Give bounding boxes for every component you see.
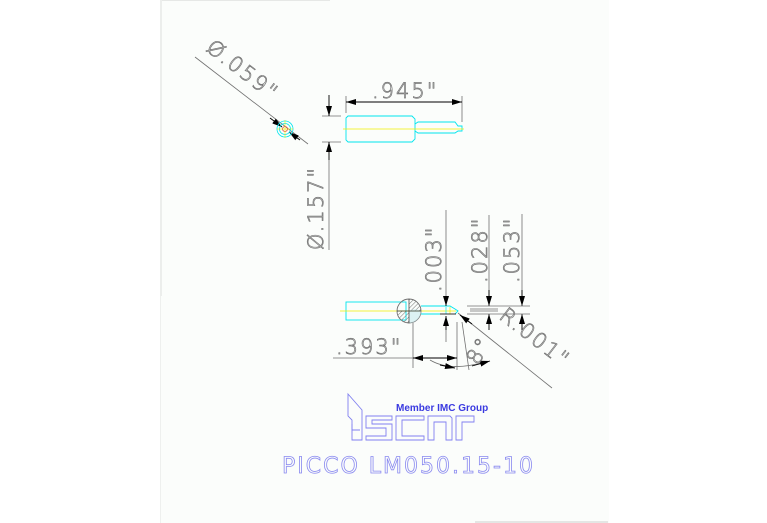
offset-053-label: .053": [500, 217, 524, 283]
sheet-edge: [475, 521, 608, 523]
sheet-edge: [160, 0, 162, 296]
sheet-edge: [160, 0, 330, 1]
angle-label: 8°: [462, 332, 497, 368]
iscar-logo: [347, 392, 475, 441]
logo-c: [395, 415, 425, 441]
logo-s: [365, 415, 393, 441]
offset-028-label: .028": [468, 217, 492, 283]
length-393-label: .393": [336, 335, 402, 359]
offset-003-label: .003": [422, 226, 446, 292]
end-view: Ø.059": [194, 35, 309, 145]
neck-outline: [414, 121, 463, 134]
shank-outline: [345, 115, 416, 143]
drawing-title: PICCO LM050.15-10: [282, 454, 535, 479]
side-view: .945" Ø.157": [304, 79, 464, 250]
logo-tagline: Member IMC Group: [396, 403, 488, 414]
shank-diameter-label: Ø.157": [304, 166, 328, 250]
radius-label: R.001": [495, 303, 575, 372]
logo-i-mark: [347, 392, 363, 441]
logo-r: [455, 415, 475, 441]
logo-a: [427, 415, 453, 441]
detail-view: .003" .028" .053" .393" 8° R.001": [333, 210, 575, 389]
overall-length-label: .945": [372, 79, 438, 103]
end-diameter-label: Ø.059": [202, 35, 283, 105]
